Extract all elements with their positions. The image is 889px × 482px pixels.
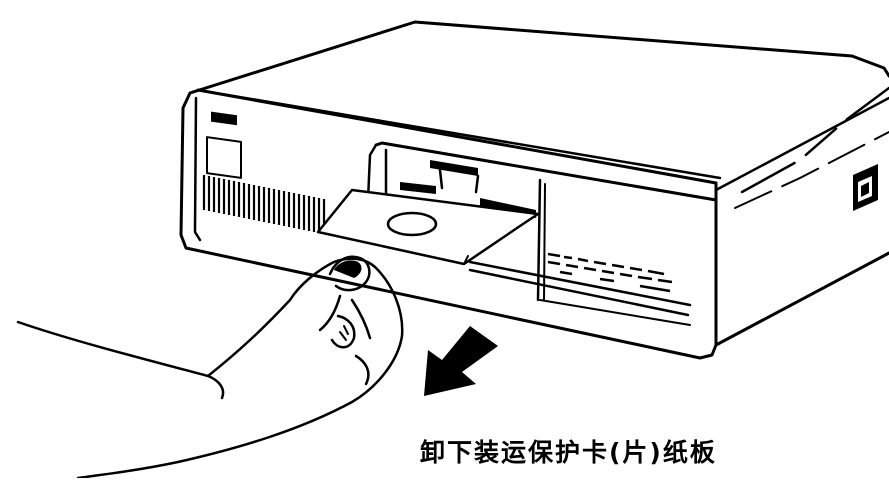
power-switch	[853, 164, 878, 211]
ibm-logo	[211, 111, 237, 126]
shipping-card	[316, 188, 540, 266]
vent-grille	[202, 175, 326, 234]
caption-text: 卸下装运保护卡(片)纸板	[420, 438, 717, 467]
drive-label-marks	[547, 252, 673, 293]
hand	[16, 255, 404, 480]
system-unit	[179, 20, 889, 360]
card-hole	[386, 211, 438, 237]
pull-direction-arrow	[424, 326, 498, 396]
